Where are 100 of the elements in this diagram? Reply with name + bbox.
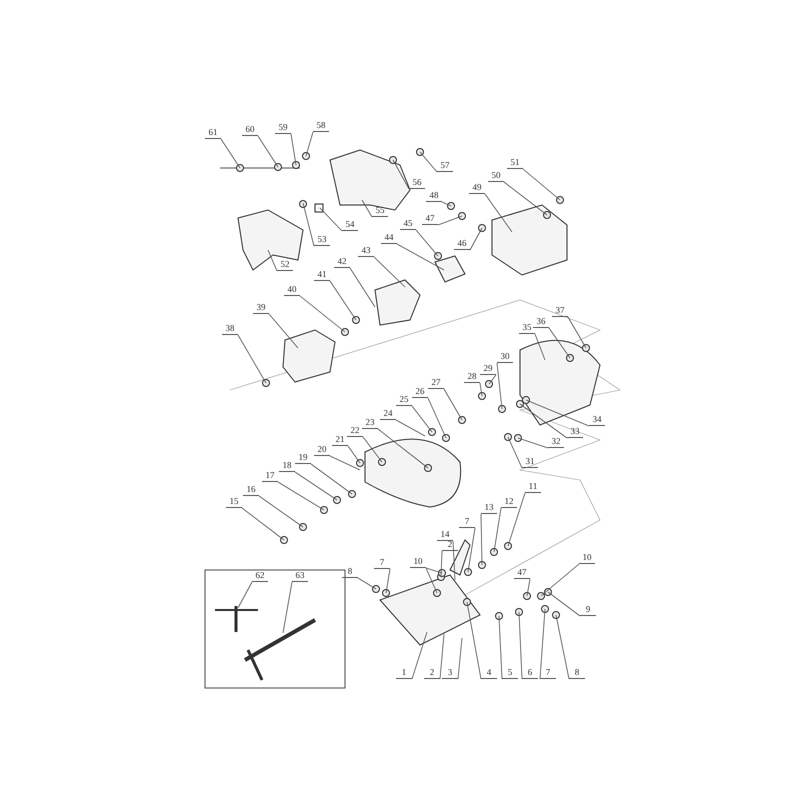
leader-line: [488, 374, 496, 384]
callout-number: 44: [381, 232, 397, 244]
callout-number: 54: [342, 219, 358, 231]
leader-line: [458, 638, 462, 680]
leader-line: [484, 194, 512, 232]
leader-line: [426, 568, 438, 594]
callout-number: 46: [454, 238, 470, 250]
leader-line: [268, 250, 278, 272]
callout-number: 48: [426, 190, 442, 202]
callout-number: 26: [412, 386, 428, 398]
leader-line: [412, 632, 428, 680]
callout-number: 8: [569, 667, 585, 679]
callout-number: 41: [314, 269, 330, 281]
callout-number: 59: [275, 122, 291, 134]
leader-line: [442, 202, 452, 206]
leader-line: [526, 578, 530, 596]
leader-line: [480, 382, 482, 396]
callout-number: 8: [342, 566, 358, 578]
callout-number: 2: [424, 667, 440, 679]
callout-number: 40: [284, 284, 300, 296]
callout-number: 15: [226, 496, 242, 508]
callout-number: 58: [313, 120, 329, 132]
leader-line: [518, 438, 548, 448]
leader-line: [468, 528, 476, 572]
callout-number: 30: [497, 351, 513, 363]
callout-number: 17: [262, 470, 278, 482]
callout-number: 47: [514, 567, 530, 579]
leader-line: [416, 230, 438, 256]
callout-number: 16: [243, 484, 259, 496]
callout-number: 32: [548, 436, 564, 448]
callout-number: 38: [222, 323, 238, 335]
callout-number: 39: [253, 302, 269, 314]
leader-line: [300, 296, 346, 332]
leader-line: [556, 614, 570, 680]
callout-number: 12: [501, 496, 517, 508]
leader-line: [452, 540, 456, 580]
leader-line: [548, 592, 580, 616]
callout-number: 24: [380, 408, 396, 420]
leader-line: [358, 578, 376, 590]
callout-number: 22: [347, 425, 363, 437]
leader-line: [518, 612, 522, 680]
callout-number: 34: [589, 414, 605, 426]
leader-line: [238, 334, 266, 384]
callout-number: 4: [481, 667, 497, 679]
callout-number: 18: [279, 460, 295, 472]
leader-line: [426, 568, 442, 574]
leader-line: [438, 216, 462, 226]
callout-number: 2: [442, 539, 458, 551]
leader-line: [258, 496, 304, 528]
leader-line: [374, 256, 406, 288]
leader-line: [508, 436, 522, 468]
leader-line: [568, 316, 586, 348]
callout-number: 3: [442, 667, 458, 679]
leader-line: [220, 138, 240, 168]
leader-line: [238, 582, 252, 608]
leader-line: [348, 446, 360, 464]
leader-line: [258, 136, 278, 168]
leader-line: [294, 472, 338, 500]
callout-number: 23: [362, 417, 378, 429]
leader-line: [268, 314, 298, 348]
leader-line: [330, 280, 356, 320]
callout-number: 52: [277, 259, 293, 271]
callout-number: 50: [488, 170, 504, 182]
leader-line: [526, 400, 590, 426]
leader-line: [440, 550, 442, 578]
callout-number: 56: [409, 177, 425, 189]
callout-number: 1: [396, 667, 412, 679]
callout-number: 33: [567, 426, 583, 438]
leader-line: [540, 608, 546, 680]
callout-number: 21: [332, 434, 348, 446]
leader-line: [396, 420, 426, 436]
callout-number: 37: [552, 305, 568, 317]
leader-line: [412, 406, 432, 432]
callout-number: 57: [437, 160, 453, 172]
callout-number: 62: [252, 570, 268, 582]
callout-number: 31: [522, 456, 538, 468]
callout-number: 11: [525, 481, 541, 493]
leader-line: [420, 152, 438, 172]
leader-line: [396, 244, 444, 270]
leader-line: [522, 168, 560, 200]
leader-line: [282, 582, 292, 634]
leader-line: [310, 464, 352, 494]
callout-number: 5: [502, 667, 518, 679]
leader-line: [428, 398, 446, 438]
callout-number: 49: [469, 182, 485, 194]
leader-line: [362, 200, 372, 218]
callout-number: 20: [314, 444, 330, 456]
callout-number: 51: [507, 157, 523, 169]
callout-number: 13: [481, 502, 497, 514]
callout-number: 63: [292, 570, 308, 582]
callout-number: 60: [242, 124, 258, 136]
leader-line: [330, 456, 360, 470]
leader-line: [302, 202, 314, 246]
leader-line: [498, 616, 502, 680]
leader-line: [362, 436, 382, 462]
callout-number: 27: [428, 377, 444, 389]
leader-line: [386, 568, 390, 594]
leader-line: [520, 404, 568, 438]
leader-line: [504, 182, 548, 216]
callout-number: 43: [358, 245, 374, 257]
